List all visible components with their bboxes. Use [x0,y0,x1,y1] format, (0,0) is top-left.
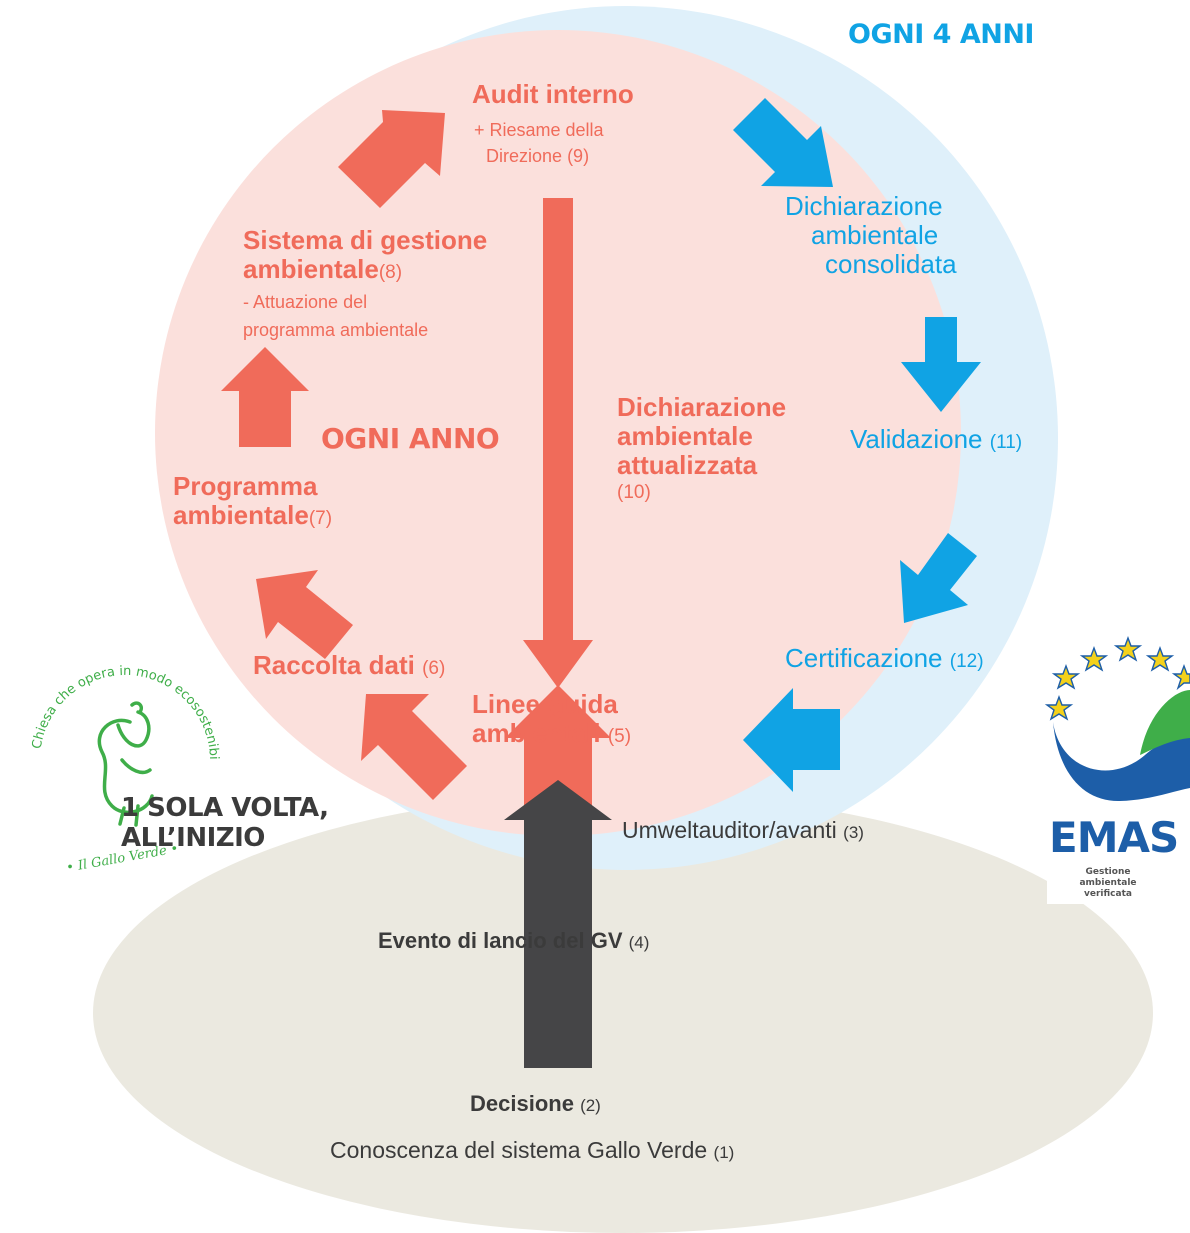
step-dich-cons: Dichiarazione ambientale consolidata [785,191,957,280]
step-evento-title: Evento di lancio del GV [378,928,623,953]
step-programma-num: (7) [308,508,333,530]
step-programma-title-2: ambientale [173,500,309,531]
step-sistema-sub: - Attuazione del programma ambientale [243,289,428,345]
step-audit-sub: + Riesame della Direzione (9) [474,117,604,169]
step-programma-title-1: Programma [173,471,318,501]
emas-caption-2: ambientale [1079,878,1136,888]
emas-wave [1053,722,1190,802]
step-audit: Audit interno [472,79,634,109]
step-certificazione: Certificazione (12) [785,643,984,673]
step-dich-cons-title-1: Dichiarazione [785,191,943,221]
step-validazione: Validazione (11) [850,424,1023,454]
step-raccolta-num: (6) [422,658,446,679]
step-decisione: Decisione (2) [470,1091,601,1117]
step-validazione-title: Validazione [850,424,983,454]
step-audit-sub-2-text: Direzione [486,146,563,167]
step-dich-att-title-1: Dichiarazione [617,392,787,422]
step-dich-cons-title-3: consolidata [825,249,957,280]
step-evento-num: (4) [628,933,650,952]
step-audit-sub-2: Direzione (9) [474,143,604,169]
arrow-linee-to-raccolta [361,694,467,800]
step-sistema-sub-1: - Attuazione del [243,292,368,312]
step-umwelt-title: Umweltauditor/avanti [622,817,837,843]
step-evento: Evento di lancio del GV (4) [378,928,650,954]
step-dich-cons-title-2: ambientale [811,220,939,251]
arrow-up-decision [504,780,612,1068]
step-certificazione-title: Certificazione [785,643,943,673]
once-area-ellipse [93,793,1153,1233]
step-sistema-num: (8) [378,262,403,284]
step-audit-sub-1: + Riesame della [474,120,604,140]
step-conoscenza: Conoscenza del sistema Gallo Verde (1) [330,1137,735,1164]
step-sistema-title-2: ambientale [243,254,379,285]
step-validazione-num: (11) [989,432,1023,453]
step-sistema-title-1: Sistema di gestione [243,225,488,255]
step-conoscenza-title: Conoscenza del sistema Gallo Verde [330,1137,708,1163]
yearly-label: OGNI ANNO [321,422,500,455]
step-decisione-num: (2) [580,1096,601,1115]
emas-logo: EMAS Gestione ambientale verificata [1044,634,1190,904]
once-label-line-2: ALL’INIZIO [121,822,265,853]
step-conoscenza-num: (1) [713,1143,735,1162]
emas-name: EMAS [1049,813,1178,862]
arrow-validazione-to-certificazione [900,533,977,623]
step-raccolta: Raccolta dati (6) [253,650,446,680]
rooster-icon [97,701,154,827]
step-audit-title: Audit interno [472,79,634,109]
emas-caption-3: verificata [1084,889,1132,899]
step-linee-title-1: Linee-guida [472,689,618,719]
arrow-audit-to-dichiarazione [733,98,833,187]
step-umwelt-num: (3) [843,823,864,842]
step-dich-att: Dichiarazione ambientale attualizzata (1… [617,392,787,504]
step-sistema: Sistema di gestione ambientale(8) [243,225,488,285]
step-dich-att-num: (10) [617,482,651,504]
arrow-dichiarazione-to-validazione [901,317,981,412]
step-programma: Programma ambientale(7) [173,471,333,531]
arrow-down-long [523,198,593,688]
step-raccolta-title: Raccolta dati [253,650,415,680]
arrow-raccolta-to-programma [256,570,353,659]
step-audit-num: (9) [567,146,590,167]
step-umwelt: Umweltauditor/avanti (3) [622,817,864,844]
emas-caption-1: Gestione [1086,867,1131,877]
step-linee: Linee-guida ambientali (5) [472,689,632,749]
step-linee-num: (5) [607,726,632,748]
four-years-label: OGNI 4 ANNI [848,19,1034,50]
emas-leaf [1140,690,1190,755]
arrow-sistema-to-audit [338,110,445,208]
step-dich-att-title-2: ambientale [617,421,753,452]
eu-stars-icon [1044,636,1190,721]
step-sistema-sub-2: programma ambientale [243,319,429,340]
arrow-to-linee [743,688,840,792]
step-decisione-title: Decisione [470,1091,574,1116]
once-label-line-1: 1 SOLA VOLTA, [121,793,329,823]
step-linee-title-2: ambientali [472,718,601,749]
once-label: 1 SOLA VOLTA, ALL’INIZIO [121,793,329,854]
step-certificazione-num: (12) [949,651,984,672]
step-dich-att-title-3: attualizzata [617,450,758,481]
arrow-programma-to-sistema [221,347,309,447]
